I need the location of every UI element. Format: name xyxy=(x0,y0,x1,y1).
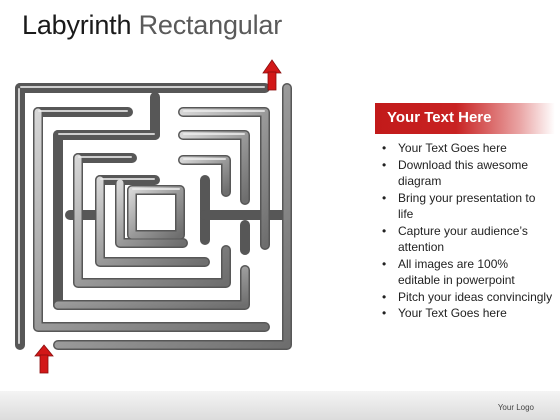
text-header-bar: Your Text Here xyxy=(375,103,555,134)
bullet-item: All images are 100% editable in powerpoi… xyxy=(381,256,553,289)
entrance-arrow-icon xyxy=(34,344,54,374)
bullet-item: Download this awesome diagram xyxy=(381,157,553,190)
title-word-rectangular: Rectangular xyxy=(138,10,283,40)
slide-title: Labyrinth Rectangular xyxy=(22,10,282,41)
title-word-labyrinth: Labyrinth xyxy=(22,10,132,40)
bullet-list: Your Text Goes here Download this awesom… xyxy=(381,140,553,322)
exit-arrow-icon xyxy=(262,59,282,91)
bullet-item: Your Text Goes here xyxy=(381,305,553,322)
footer-bar: Your Logo xyxy=(0,391,560,420)
bullet-item: Capture your audience’s attention xyxy=(381,223,553,256)
footer-logo-text: Your Logo xyxy=(497,403,534,412)
bullet-item: Bring your presentation to life xyxy=(381,190,553,223)
bullet-item: Your Text Goes here xyxy=(381,140,553,157)
text-header-label: Your Text Here xyxy=(387,109,492,126)
maze-diagram xyxy=(15,59,292,374)
bullet-item: Pitch your ideas convincingly xyxy=(381,289,553,306)
